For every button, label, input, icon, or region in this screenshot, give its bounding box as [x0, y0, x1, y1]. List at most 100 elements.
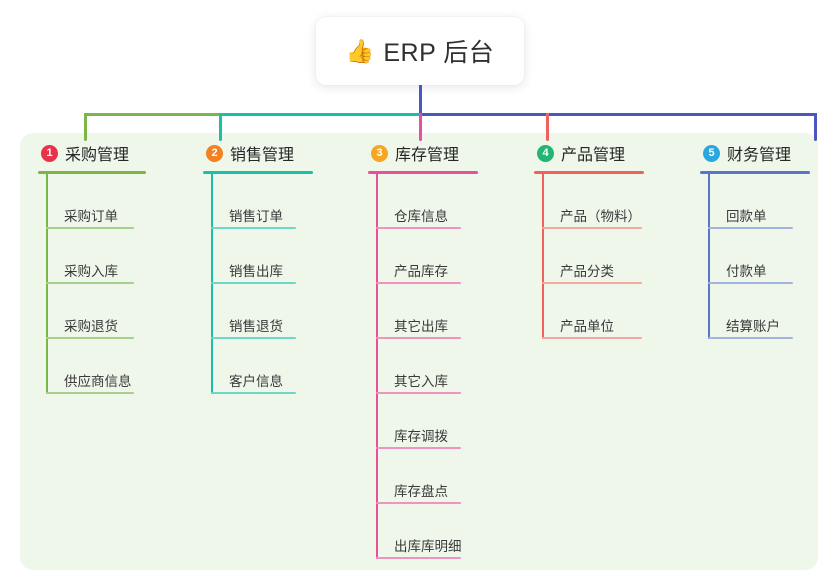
branch-number-badge: 1: [41, 144, 58, 162]
leaf-node[interactable]: 供应商信息: [38, 339, 146, 394]
root-trunk-connector: [419, 85, 422, 115]
leaf-node[interactable]: 采购订单: [38, 174, 146, 229]
leaf-node-rule: [46, 227, 134, 229]
leaf-node-rule: [376, 502, 461, 504]
branch-header-rule: [700, 171, 810, 174]
leaf-node-rule: [376, 392, 461, 394]
leaf-node-rule: [708, 282, 793, 284]
leaf-node-rule: [376, 282, 461, 284]
leaf-node-label: 销售出库: [229, 264, 283, 279]
branch-spine: [211, 174, 213, 394]
branch-number-badge: 3: [371, 144, 388, 162]
diagram-canvas: [20, 133, 818, 570]
leaf-node-label: 产品单位: [560, 319, 614, 334]
branch-number-badge: 5: [703, 144, 720, 162]
branch-header-rule: [534, 171, 644, 174]
connector-bus-segment-2: [219, 113, 419, 116]
leaf-node-rule: [542, 337, 642, 339]
branch-title: 产品管理: [561, 147, 626, 164]
branch-number-badge: 4: [537, 144, 554, 162]
leaf-node-rule: [708, 227, 793, 229]
branch-title: 库存管理: [395, 147, 460, 164]
leaf-node[interactable]: 销售出库: [203, 229, 313, 284]
leaf-node-rule: [376, 227, 461, 229]
leaf-node-label: 结算账户: [726, 319, 780, 334]
leaf-node-label: 仓库信息: [394, 209, 448, 224]
leaf-node[interactable]: 产品（物料）: [534, 174, 644, 229]
leaf-node-label: 付款单: [726, 264, 767, 279]
branch-children: 采购订单采购入库采购退货供应商信息: [38, 174, 146, 394]
leaf-node-rule: [708, 337, 793, 339]
connector-bus-segment-1: [84, 113, 219, 116]
leaf-node[interactable]: 产品分类: [534, 229, 644, 284]
leaf-node[interactable]: 回款单: [700, 174, 810, 229]
leaf-node[interactable]: 采购入库: [38, 229, 146, 284]
leaf-node-label: 销售订单: [229, 209, 283, 224]
branch-column-pink: 3 库存管理仓库信息产品库存其它出库其它入库库存调拨库存盘点出库库明细: [368, 140, 478, 559]
leaf-node[interactable]: 其它入库: [368, 339, 478, 394]
branch-header-pink[interactable]: 3 库存管理: [368, 140, 478, 166]
leaf-node-label: 产品库存: [394, 264, 448, 279]
connector-drop-3: [419, 113, 422, 141]
connector-drop-4: [546, 113, 549, 141]
branch-title: 销售管理: [230, 147, 295, 164]
thumbs-up-icon: 👍: [345, 37, 375, 64]
leaf-node[interactable]: 库存调拨: [368, 394, 478, 449]
leaf-node-label: 销售退货: [229, 319, 283, 334]
branch-spine: [542, 174, 544, 339]
leaf-node[interactable]: 销售退货: [203, 284, 313, 339]
leaf-node-rule: [376, 337, 461, 339]
leaf-node[interactable]: 付款单: [700, 229, 810, 284]
root-node[interactable]: 👍 ERP 后台: [316, 17, 524, 85]
branch-header-teal[interactable]: 2 销售管理: [203, 140, 313, 166]
leaf-node[interactable]: 仓库信息: [368, 174, 478, 229]
branch-children: 仓库信息产品库存其它出库其它入库库存调拨库存盘点出库库明细: [368, 174, 478, 559]
leaf-node-rule: [376, 557, 461, 559]
branch-column-blue: 5 财务管理回款单付款单结算账户: [700, 140, 810, 339]
leaf-node[interactable]: 产品单位: [534, 284, 644, 339]
leaf-node-label: 其它出库: [394, 319, 448, 334]
leaf-node[interactable]: 结算账户: [700, 284, 810, 339]
leaf-node[interactable]: 销售订单: [203, 174, 313, 229]
branch-children: 销售订单销售出库销售退货客户信息: [203, 174, 313, 394]
leaf-node-label: 回款单: [726, 209, 767, 224]
leaf-node-label: 采购订单: [64, 209, 118, 224]
branch-header-rule: [38, 171, 146, 174]
leaf-node-rule: [211, 392, 296, 394]
branch-header-blue[interactable]: 5 财务管理: [700, 140, 810, 166]
branch-children: 产品（物料） 产品分类产品单位: [534, 174, 644, 339]
leaf-node-label: 采购退货: [64, 319, 118, 334]
connector-drop-1: [84, 113, 87, 141]
leaf-node-rule: [211, 227, 296, 229]
leaf-node-label: 产品（物料）: [560, 209, 641, 224]
branch-spine: [708, 174, 710, 339]
leaf-node[interactable]: 其它出库: [368, 284, 478, 339]
branch-number-badge: 2: [206, 144, 223, 162]
branch-spine: [376, 174, 378, 559]
branch-header-rule: [203, 171, 313, 174]
leaf-node-rule: [542, 282, 642, 284]
leaf-node-rule: [46, 337, 134, 339]
leaf-node[interactable]: 出库库明细: [368, 504, 478, 559]
branch-spine: [46, 174, 48, 394]
leaf-node-rule: [211, 282, 296, 284]
leaf-node[interactable]: 采购退货: [38, 284, 146, 339]
leaf-node-label: 其它入库: [394, 374, 448, 389]
connector-drop-5: [814, 113, 817, 141]
branch-title: 财务管理: [727, 147, 792, 164]
root-node-title: ERP 后台: [383, 39, 495, 67]
leaf-node-rule: [46, 282, 134, 284]
leaf-node-label: 出库库明细: [394, 539, 462, 554]
leaf-node-label: 库存调拨: [394, 429, 448, 444]
leaf-node[interactable]: 库存盘点: [368, 449, 478, 504]
leaf-node-rule: [542, 227, 642, 229]
leaf-node-rule: [46, 392, 134, 394]
leaf-node-label: 供应商信息: [64, 374, 132, 389]
branch-header-red[interactable]: 4 产品管理: [534, 140, 644, 166]
leaf-node-label: 产品分类: [560, 264, 614, 279]
leaf-node[interactable]: 客户信息: [203, 339, 313, 394]
leaf-node[interactable]: 产品库存: [368, 229, 478, 284]
